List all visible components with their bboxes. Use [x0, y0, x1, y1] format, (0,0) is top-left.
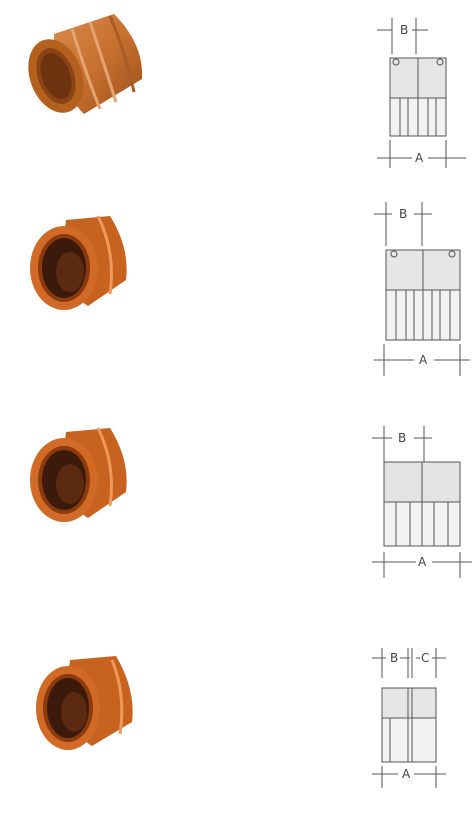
product-row-1: B A: [0, 0, 474, 190]
dimension-label-b: B: [398, 431, 406, 445]
dimension-label-a: A: [418, 555, 427, 569]
dimension-diagram-1: B A: [377, 18, 466, 168]
dimension-diagram-3: B A: [372, 426, 472, 578]
coupler-photo-1: [28, 14, 143, 114]
product-row-4: B C A: [0, 610, 474, 789]
dimension-diagram-4: B C A: [372, 648, 446, 788]
dimension-label-b: B: [399, 207, 407, 221]
dimension-label-a: A: [419, 353, 428, 367]
dimension-label-c: C: [421, 651, 429, 665]
dimension-diagram-2: B A: [374, 202, 470, 376]
coupler-photo-2: [30, 215, 127, 310]
coupler-photo-3: [30, 427, 127, 522]
coupler-photo-4: [36, 656, 133, 750]
dimension-label-a: A: [402, 767, 411, 781]
dimension-label-b: B: [390, 651, 398, 665]
product-row-3: B A: [0, 400, 474, 600]
dimension-label-a: A: [415, 151, 424, 165]
product-row-2: B A: [0, 190, 474, 390]
dimension-label-b: B: [400, 23, 408, 37]
